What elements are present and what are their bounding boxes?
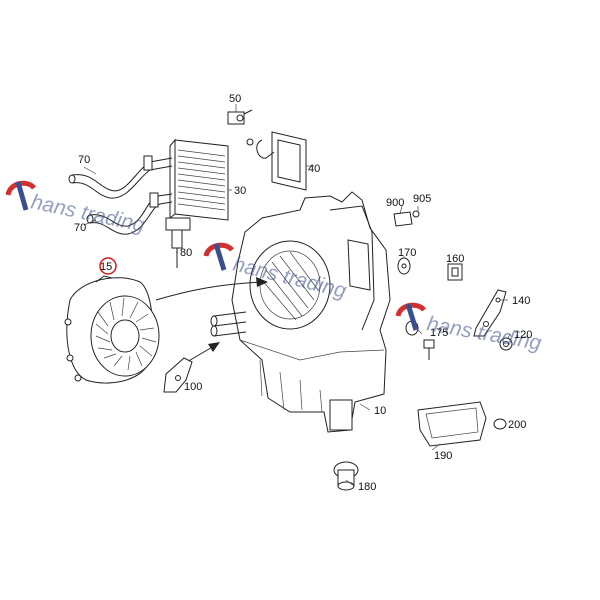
part-labels: 50 70 70 30 40 900 905 80 170 160 140 15… (74, 93, 532, 493)
leader-lines (83, 166, 511, 487)
part-120 (499, 337, 513, 351)
part-180 (333, 461, 359, 491)
main-housing (210, 191, 391, 433)
label-100: 100 (184, 381, 202, 393)
assembly-arrows (155, 277, 268, 367)
label-15-highlighted: 15 (100, 261, 112, 273)
sensor-part (227, 104, 253, 125)
watermark-text: hans trading (29, 190, 147, 237)
label-140: 140 (512, 295, 530, 307)
filter-cover (246, 131, 314, 191)
label-160: 160 (446, 253, 464, 265)
part-160 (447, 263, 463, 281)
label-900: 900 (386, 197, 404, 209)
bracket-100 (163, 357, 193, 393)
part-140 (473, 289, 507, 337)
label-905: 905 (413, 193, 431, 205)
blower-motor (64, 275, 160, 384)
label-50: 50 (229, 93, 241, 105)
label-180: 180 (358, 481, 376, 493)
label-30: 30 (234, 185, 246, 197)
label-70-lower: 70 (74, 222, 86, 234)
label-40: 40 (308, 163, 320, 175)
highlight-circle (99, 257, 117, 275)
heater-core (169, 138, 229, 221)
coolant-hoses (68, 155, 173, 235)
part-190 (417, 401, 487, 447)
label-170: 170 (398, 247, 416, 259)
label-120: 120 (514, 329, 532, 341)
label-200: 200 (508, 419, 526, 431)
part-170 (397, 257, 411, 275)
label-10: 10 (374, 405, 386, 417)
part-200 (493, 418, 507, 430)
label-175: 175 (430, 327, 448, 339)
part-900-905 (393, 206, 420, 227)
label-70-upper: 70 (78, 154, 90, 166)
label-190: 190 (434, 450, 452, 462)
label-80: 80 (180, 247, 192, 259)
temperature-sensor (165, 217, 191, 268)
